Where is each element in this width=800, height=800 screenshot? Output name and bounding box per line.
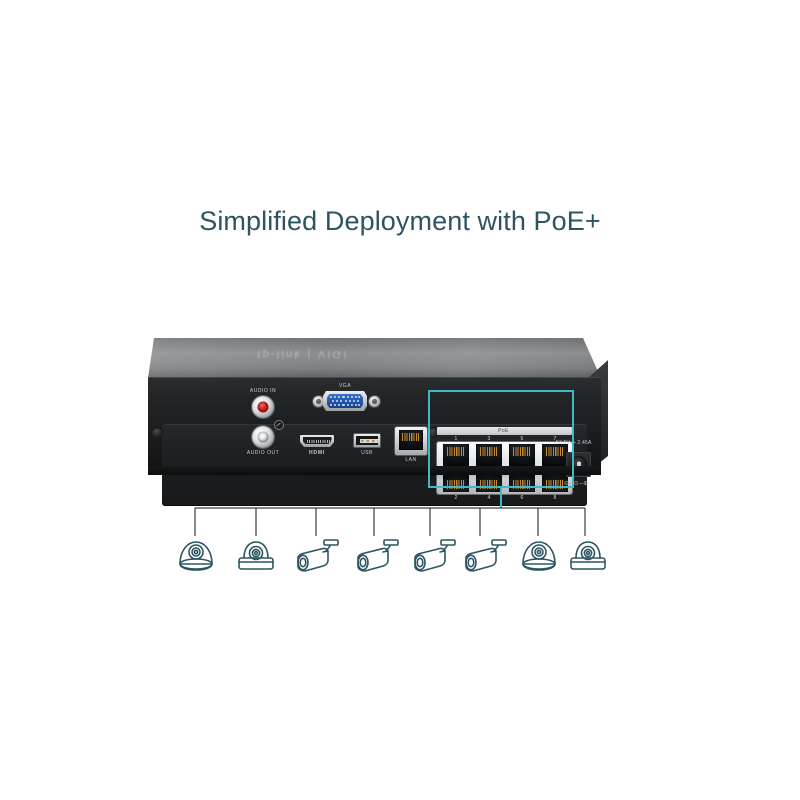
poe-port-3[interactable]	[476, 444, 502, 466]
page-title: Simplified Deployment with PoE+	[199, 206, 601, 236]
poe-port-5[interactable]	[509, 444, 535, 466]
usb-port[interactable]	[354, 434, 380, 447]
turret-camera-icon	[562, 532, 614, 576]
usb-label: USB	[361, 450, 373, 456]
connector-lines	[194, 507, 586, 536]
brand-logo: tp-link | VIGI	[257, 348, 349, 360]
device-bottom-edge	[148, 466, 601, 475]
poe-port-number-2: 2	[454, 495, 458, 501]
lan-port[interactable]	[395, 427, 427, 455]
device-rear-face: AUDIO IN AUDIO OUT HDMI USB	[148, 377, 601, 506]
poe-port-number-1: 1	[454, 436, 458, 442]
poe-highlight-stem	[500, 488, 502, 508]
audio-in-jack[interactable]	[252, 396, 274, 418]
lan-rj45-pins	[402, 432, 420, 441]
usb-cavity	[356, 436, 379, 445]
usb-tongue	[359, 439, 379, 443]
turret-camera-icon	[230, 532, 282, 576]
dome-camera-icon	[170, 532, 222, 576]
audio-out-label: AUDIO OUT	[246, 450, 280, 456]
poe-port-1[interactable]	[443, 444, 469, 466]
chassis-screw-right	[428, 427, 439, 438]
poe-port-number-4: 4	[487, 495, 491, 501]
dome-camera-icon	[513, 532, 565, 576]
camera-connector-bracket	[170, 500, 610, 540]
vga-pins	[329, 395, 361, 407]
hdmi-cavity	[302, 437, 332, 444]
poe-port-number-3: 3	[487, 436, 491, 442]
poe-port-number-8: 8	[553, 495, 557, 501]
poe-header-strip	[437, 427, 572, 435]
power-rating-label: 53.5V ⎓ 2.45A	[556, 440, 592, 446]
lan-rj45-shadow	[399, 430, 423, 450]
bullet-camera-icon	[290, 532, 342, 576]
poe-port-number-7: 7	[553, 436, 557, 442]
device-drop-shadow	[156, 473, 600, 481]
poe-port-7[interactable]	[542, 444, 568, 466]
hdmi-port[interactable]	[300, 435, 334, 447]
bullet-camera-icon	[458, 532, 510, 576]
hdmi-pins	[306, 440, 332, 443]
poe-header-label: PoE	[498, 428, 509, 434]
audio-in-label: AUDIO IN	[249, 388, 277, 394]
vga-screw-right	[369, 396, 380, 407]
audio-out-jack[interactable]	[252, 426, 274, 448]
bullet-camera-icon	[350, 532, 402, 576]
ground-marker-icon	[274, 420, 284, 430]
vga-label: VGA	[338, 383, 352, 389]
hdmi-label: HDMI	[309, 450, 325, 456]
lan-rj45-jack	[399, 430, 423, 450]
vga-port[interactable]	[323, 391, 367, 411]
power-jack-pin	[576, 461, 581, 468]
poe-port-block[interactable]: PoE 1 3 5 7	[436, 427, 573, 503]
bullet-camera-icon	[407, 532, 459, 576]
camera-icon-row	[170, 528, 610, 584]
poe-port-number-5: 5	[520, 436, 524, 442]
power-polarity-icon: ⊖–⊙–⊕	[564, 481, 589, 487]
lan-label: LAN	[405, 457, 417, 463]
poe-port-number-6: 6	[520, 495, 524, 501]
device-top-surface	[148, 338, 601, 378]
nvr-device: tp-link | VIGI AUDIO IN AUDIO OUT HDMI	[148, 338, 608, 506]
device-top-sheen	[148, 338, 601, 378]
chassis-screw-left	[152, 427, 163, 438]
vga-screw-left	[313, 396, 324, 407]
